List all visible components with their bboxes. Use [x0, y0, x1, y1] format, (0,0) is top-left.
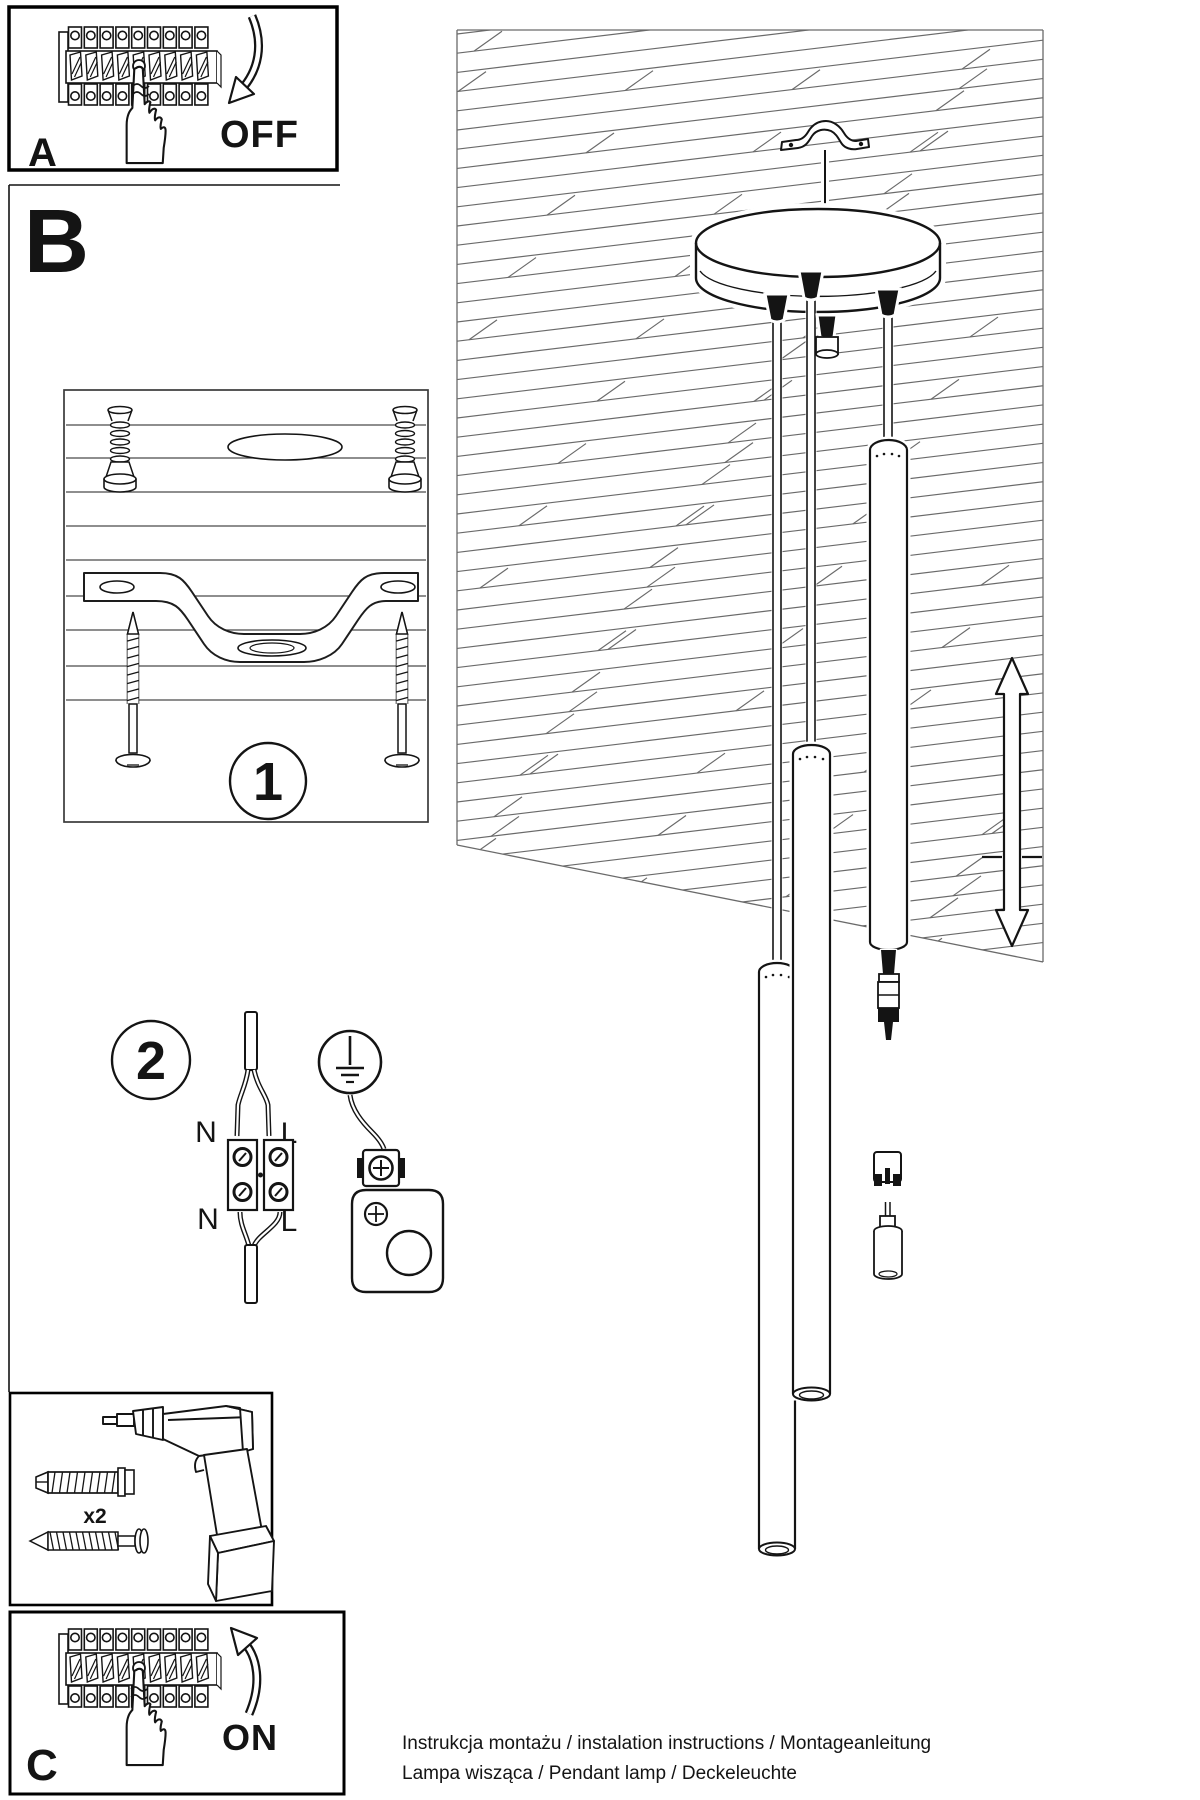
- section-b-frame: B: [8, 184, 340, 1392]
- step2-number: 2: [136, 1031, 166, 1091]
- ground-symbol-icon: [317, 1029, 383, 1095]
- wall-anchor-icon: [388, 405, 422, 493]
- terminal-block-icon: [226, 1138, 295, 1212]
- wall-anchor-icon: [103, 405, 137, 493]
- lamp-socket-icon: [873, 1151, 902, 1186]
- step2-circle: [110, 1019, 192, 1101]
- wire-label-n-bottom: N: [197, 1203, 219, 1236]
- tube-connector-icon: [877, 948, 900, 1040]
- pendant-lamp-illustration: [456, 29, 1044, 1557]
- screw-icon: [384, 611, 420, 768]
- step1-panel: 1: [63, 389, 429, 823]
- press-marks: [130, 1686, 148, 1700]
- arrow-up-icon: [229, 1626, 262, 1716]
- center-socket-icon: [815, 336, 839, 359]
- step1-number: 1: [253, 752, 283, 812]
- section-c-label: C: [26, 1741, 58, 1790]
- mains-cable-top: [234, 1011, 272, 1137]
- press-marks: [132, 83, 150, 97]
- wire-label-n-top: N: [195, 1116, 217, 1149]
- ceiling-hatch-pattern: [457, 30, 1043, 962]
- ground-clamp-icon: [350, 1148, 445, 1294]
- arrow-down-icon: [227, 14, 263, 105]
- mains-cable-bottom: [237, 1211, 283, 1304]
- suspension-cables: [771, 296, 894, 966]
- step1-circle: [228, 741, 308, 821]
- ceiling-hole: [227, 433, 343, 461]
- mounting-strap-icon: [83, 572, 419, 663]
- tools-panel: x2: [8, 1391, 275, 1607]
- wire-label-l-bottom: L: [281, 1205, 298, 1238]
- footer: Instrukcja montażu / instalation instruc…: [402, 1733, 931, 1784]
- off-label: OFF: [220, 114, 299, 156]
- ceiling-hatch-border: [456, 29, 1044, 963]
- section-c-panel: C ON: [8, 1610, 346, 1796]
- anchor-count-label: x2: [83, 1505, 106, 1528]
- lamp-canopy: [690, 203, 946, 318]
- height-adjust-arrow-icon: [982, 656, 1042, 948]
- section-a-panel: A OFF: [7, 5, 339, 175]
- section-a-label: A: [28, 131, 57, 175]
- step2-diagram: 2 N L: [110, 1011, 445, 1304]
- screw-icon: [115, 611, 151, 768]
- cord-grip-icons: [763, 269, 902, 340]
- footer-line1: Instrukcja montażu / instalation instruc…: [402, 1733, 931, 1754]
- drill-icon: [102, 1405, 275, 1602]
- screw-horizontal-icon: [28, 1528, 149, 1554]
- g9-bulb-icon: [873, 1202, 903, 1280]
- lamp-tube-front: [866, 436, 911, 954]
- on-label: ON: [222, 1717, 278, 1758]
- ceiling-bracket-icon: [780, 120, 870, 151]
- ground-wire: [347, 1094, 387, 1150]
- lamp-tube-middle: [789, 741, 834, 1402]
- section-b-label: B: [24, 192, 89, 292]
- circuit-breaker-icon: [58, 1628, 222, 1708]
- footer-line2: Lampa wisząca / Pendant lamp / Deckeleuc…: [402, 1763, 797, 1784]
- wall-plug-icon: [35, 1467, 135, 1497]
